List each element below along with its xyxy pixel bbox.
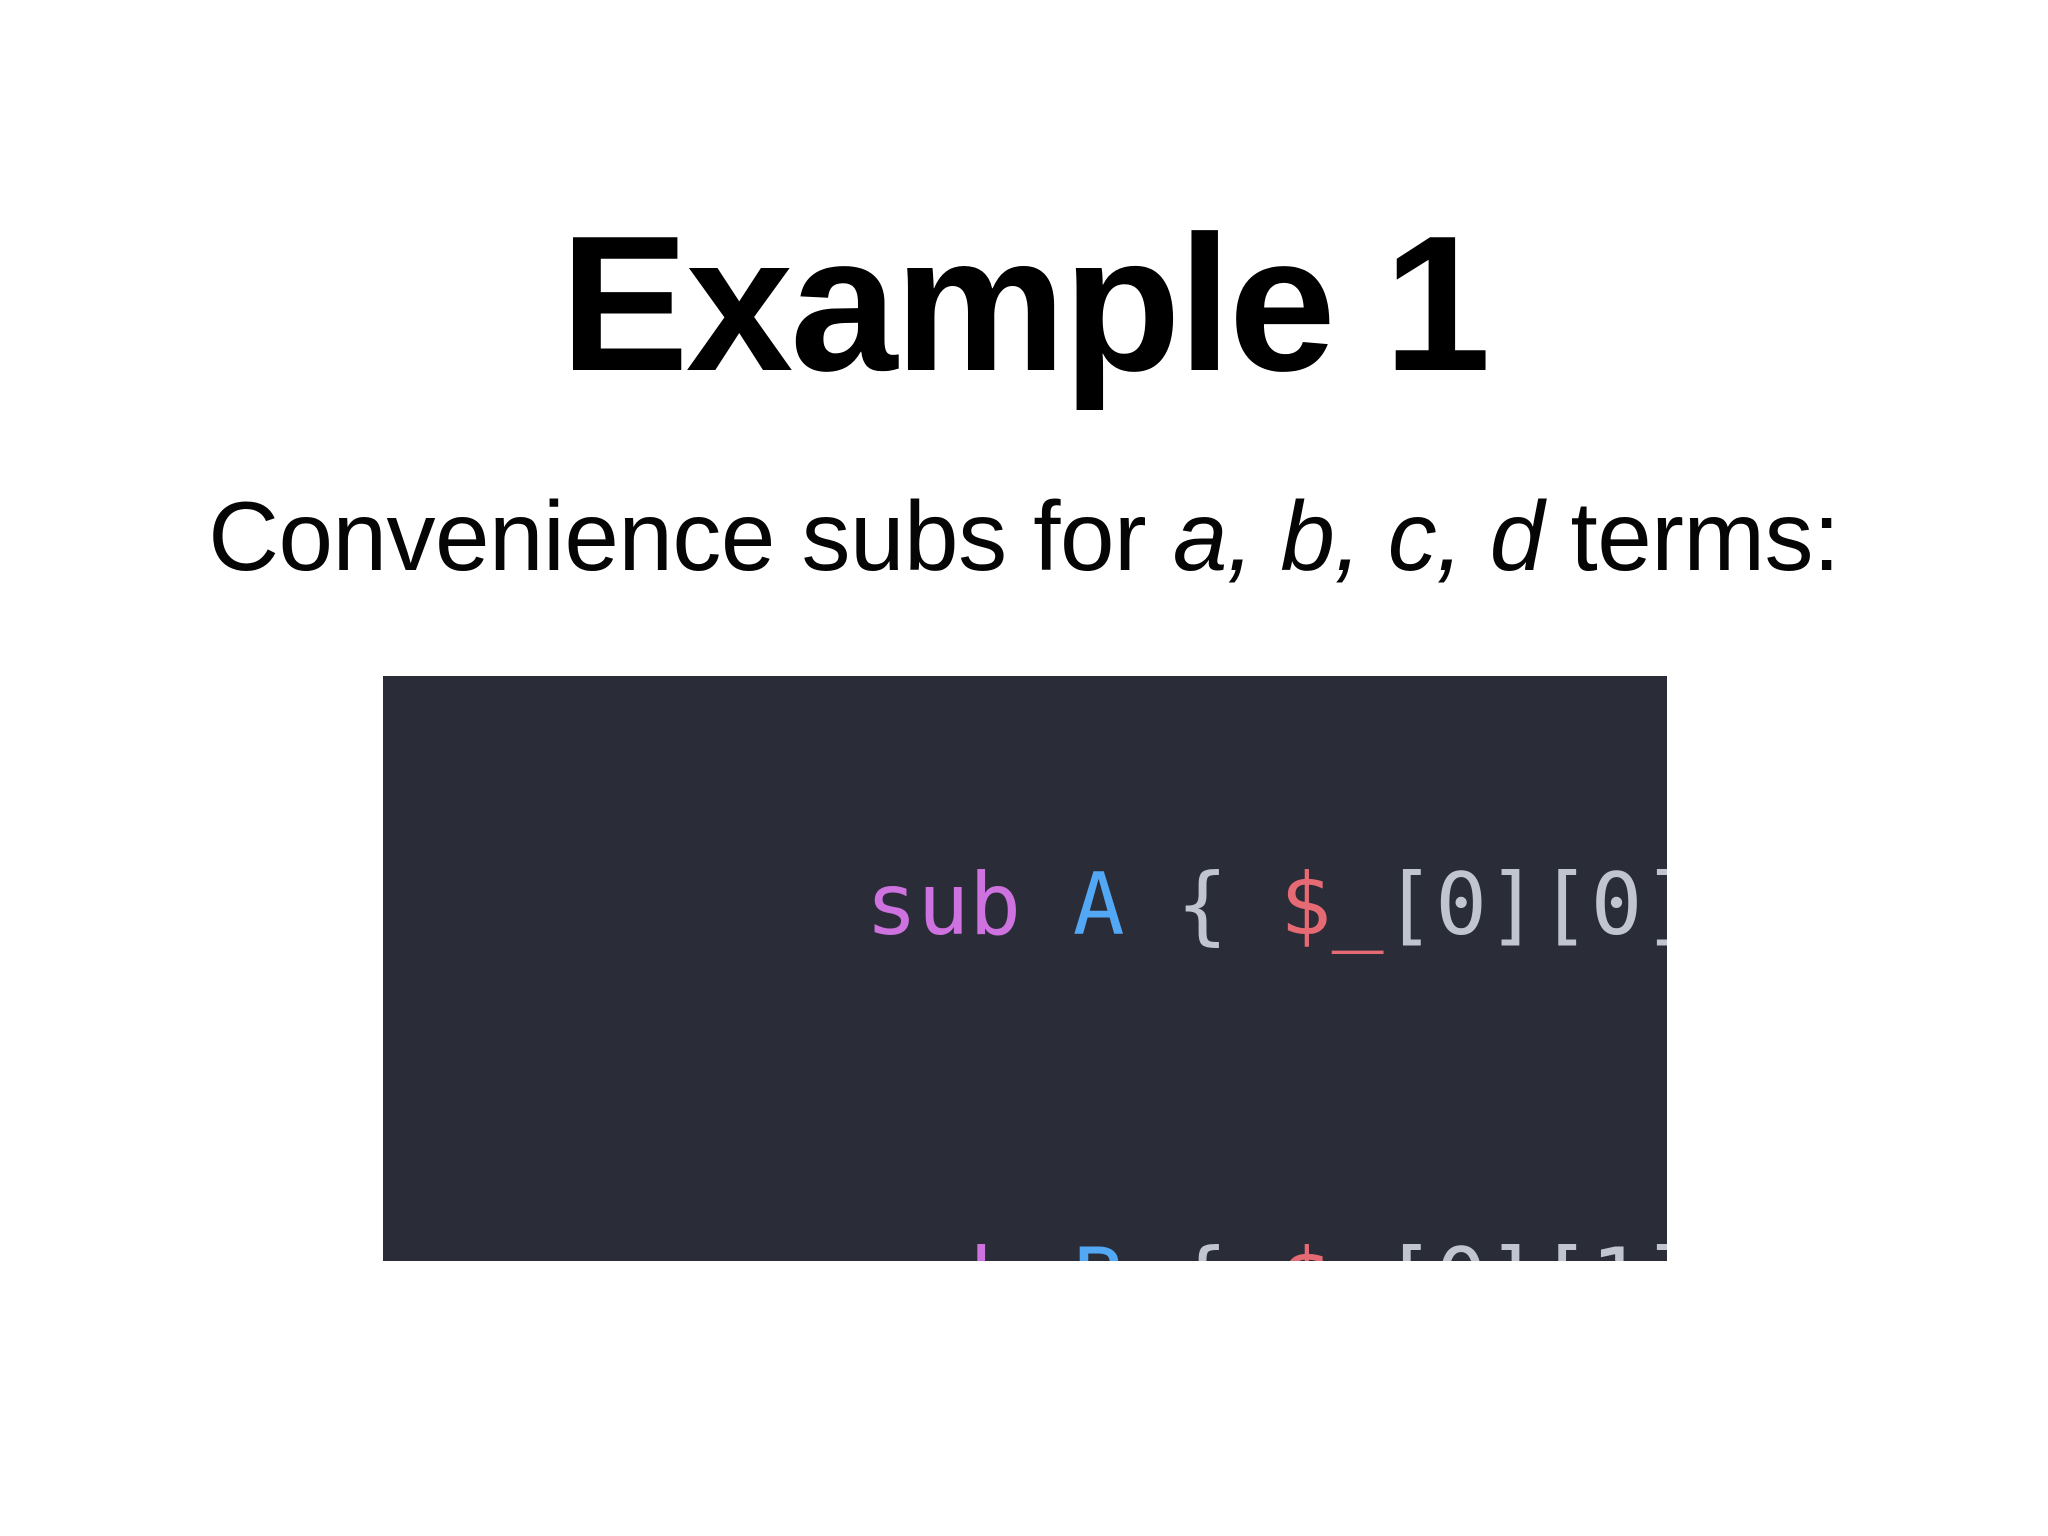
code-space (1021, 855, 1073, 955)
code-line: sub A { $_[0][0] } (555, 718, 1667, 1093)
code-index-first: [0] (1383, 855, 1539, 955)
code-index-second: [1] (1539, 1230, 1667, 1261)
code-keyword: sub (866, 1230, 1021, 1261)
code-index-first: [0] (1383, 1230, 1538, 1261)
code-sub-name: A (1072, 855, 1125, 955)
slide-subtitle: Convenience subs for a, b, c, d terms: (0, 480, 2048, 593)
code-keyword: sub (865, 855, 1022, 955)
code-variable: $_ (1279, 855, 1384, 955)
subtitle-suffix: terms: (1543, 481, 1840, 591)
code-block: sub A { $_[0][0] } sub B { $_[0][1] } su… (383, 676, 1667, 1261)
subtitle-prefix: Convenience subs for (208, 481, 1173, 591)
code-index-second: [0] (1538, 855, 1667, 955)
code-space (1228, 1230, 1280, 1261)
code-space (1125, 855, 1177, 955)
code-space (1021, 1230, 1073, 1261)
code-space (1228, 855, 1280, 955)
code-sub-name: B (1073, 1230, 1125, 1261)
page-title: Example 1 (560, 195, 1491, 412)
code-variable: $_ (1280, 1230, 1384, 1261)
code-space (1125, 1230, 1177, 1261)
subtitle-terms: a, b, c, d (1172, 481, 1544, 591)
code-open-brace: { (1176, 855, 1229, 955)
code-open-brace: { (1176, 1230, 1228, 1261)
code-line: sub B { $_[0][1] } (555, 1093, 1667, 1261)
